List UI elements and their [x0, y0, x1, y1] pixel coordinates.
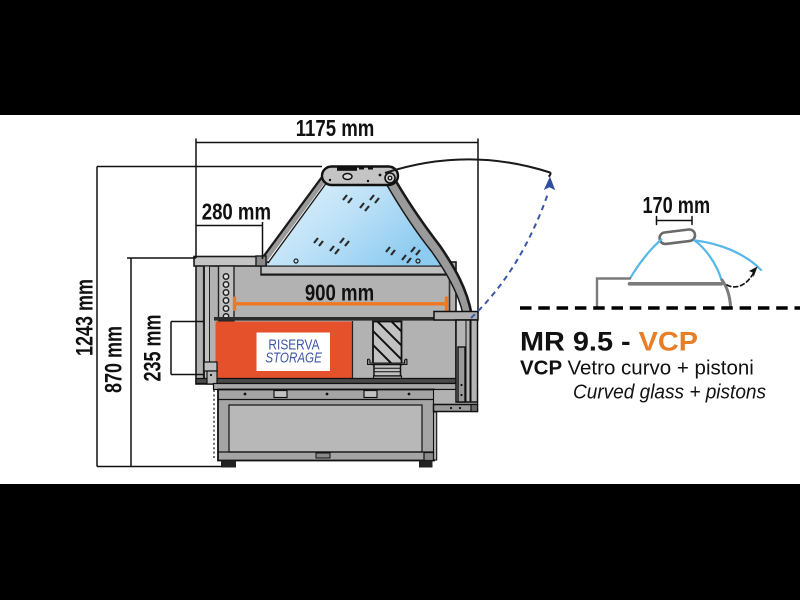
svg-text:STORAGE: STORAGE	[265, 349, 322, 366]
svg-text:870 mm: 870 mm	[101, 326, 127, 393]
svg-text:900 mm: 900 mm	[305, 281, 374, 306]
svg-text:235 mm: 235 mm	[140, 314, 166, 381]
svg-text:RISERVA: RISERVA	[268, 336, 319, 352]
svg-text:1175 mm: 1175 mm	[296, 116, 375, 141]
svg-text:280 mm: 280 mm	[202, 200, 271, 225]
svg-text:MR 9.5 - VCP: MR 9.5 - VCP	[520, 327, 698, 357]
svg-text:170 mm: 170 mm	[642, 193, 710, 219]
svg-text:VCP Vetro curvo + pistoni: VCP Vetro curvo + pistoni	[520, 357, 754, 380]
svg-text:1243 mm: 1243 mm	[72, 279, 98, 356]
svg-text:Curved glass + pistons: Curved glass + pistons	[573, 381, 766, 404]
